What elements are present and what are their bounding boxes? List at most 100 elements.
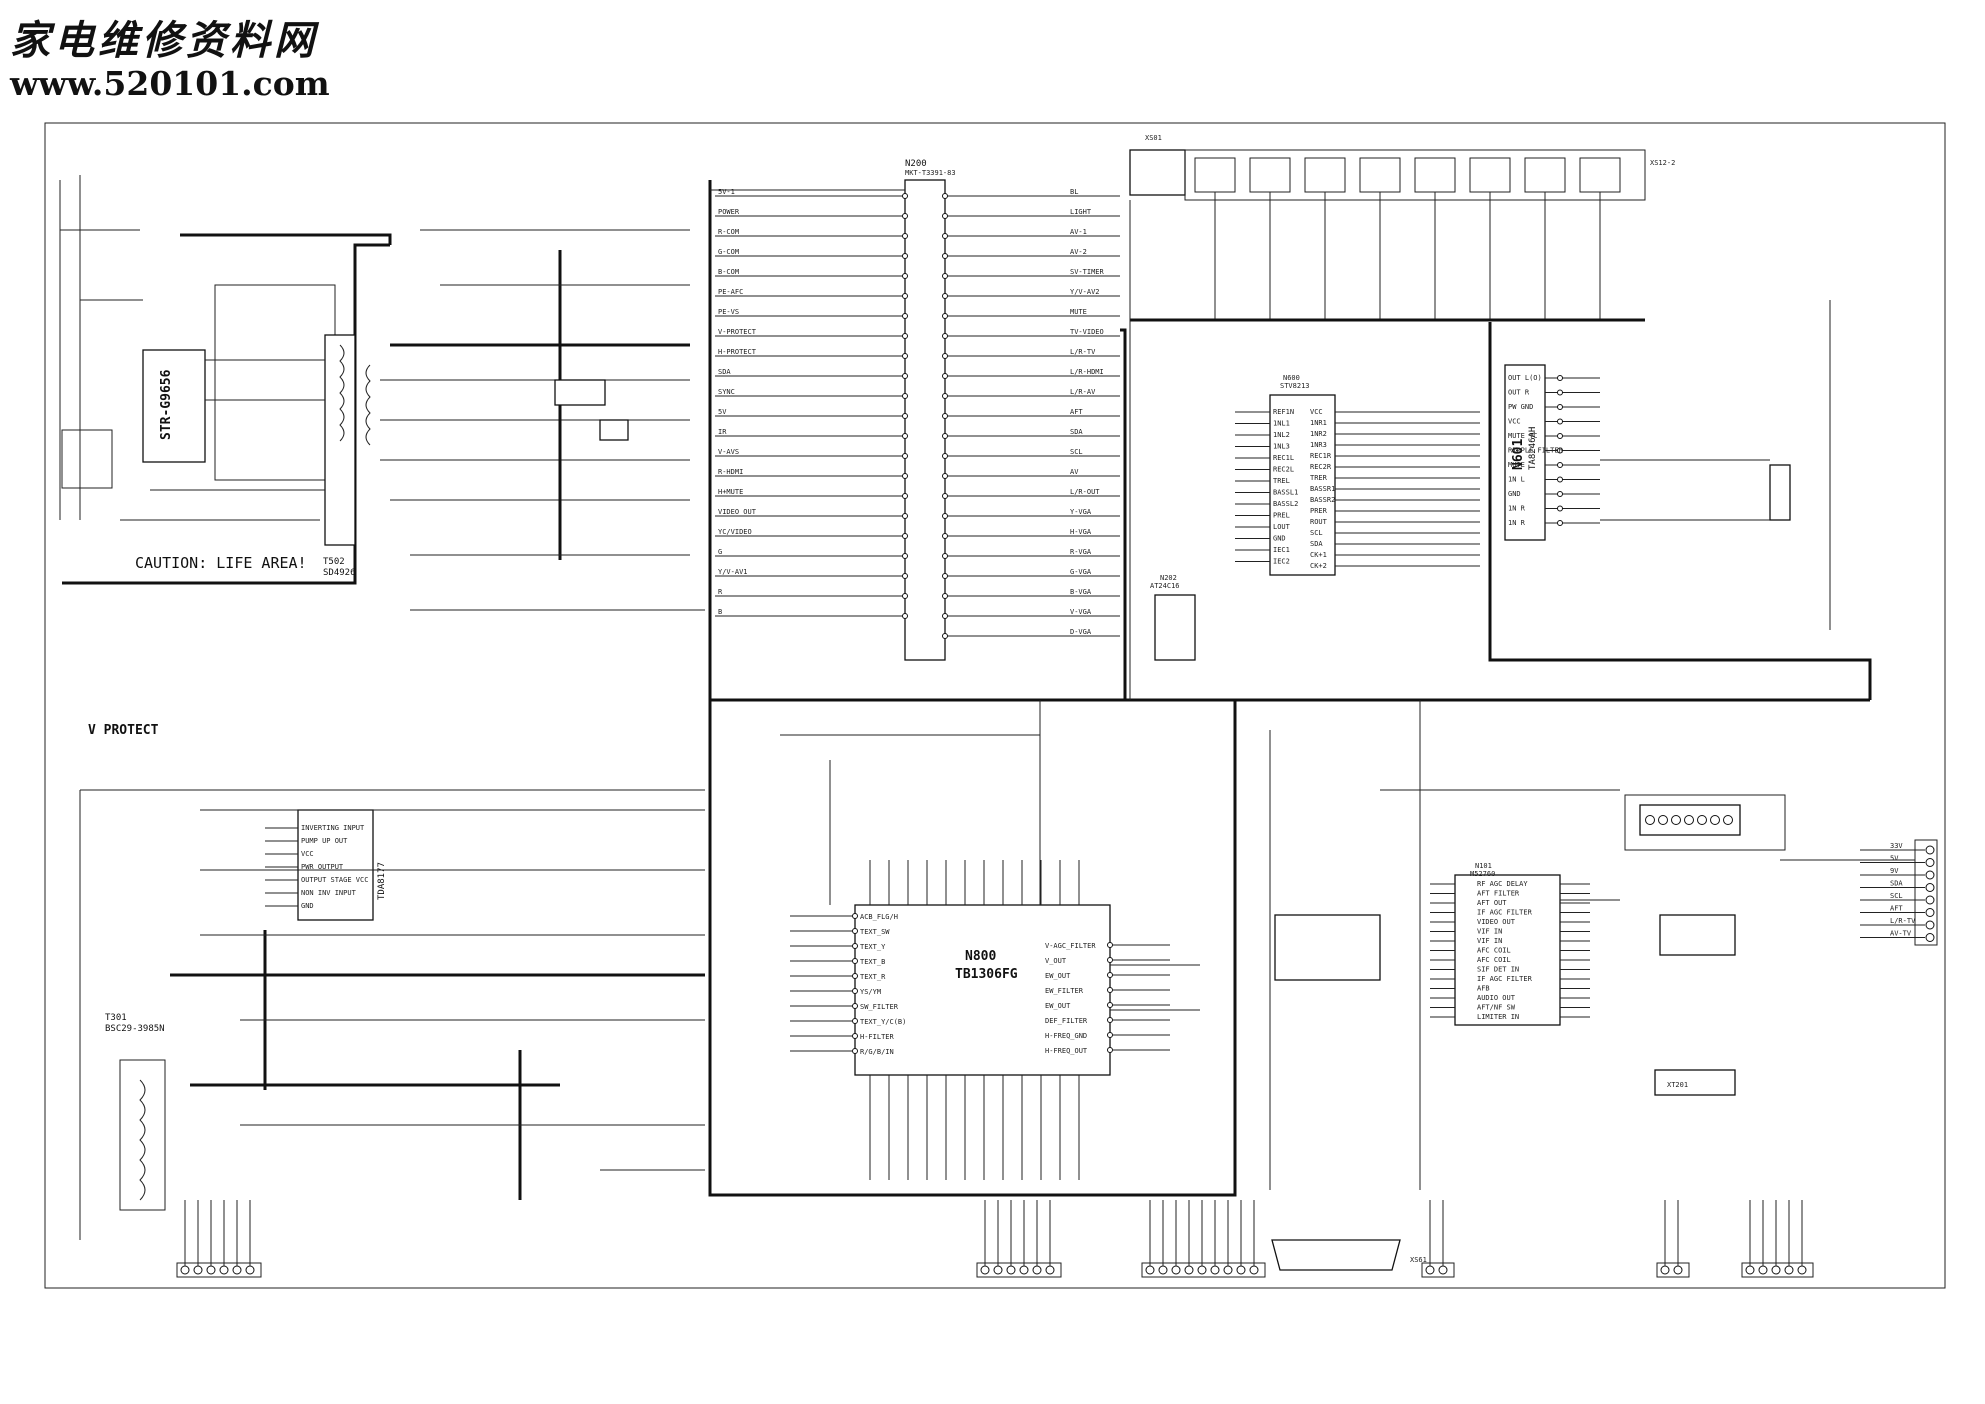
amp-pin-label: OUT R xyxy=(1508,389,1530,397)
micro-pin xyxy=(902,533,908,539)
vic-pin-label: VCC xyxy=(301,850,314,858)
if-pin-label: SIF DET IN xyxy=(1477,966,1519,974)
conn-pin xyxy=(1925,908,1935,917)
conn-pin xyxy=(1925,920,1935,930)
micro-pin xyxy=(942,453,948,459)
connector-pin xyxy=(1784,1265,1794,1275)
connector-pin xyxy=(980,1265,990,1275)
connector-pin xyxy=(1771,1265,1781,1275)
top-jack-section: XS12-2 XS01 xyxy=(1129,134,1675,700)
micro-part: MKT-T3391-83 xyxy=(905,169,956,177)
micro-pin xyxy=(902,473,908,479)
jungle-pin xyxy=(1107,942,1113,948)
jungle-pin xyxy=(852,1018,858,1024)
micro-pin xyxy=(942,193,948,199)
bottom-connectors: XS61 xyxy=(176,1200,1814,1278)
jungle-pin-label: TEXT_B xyxy=(860,958,885,966)
micro-signal-label: SDA xyxy=(718,368,731,376)
proc-pin-label: BASSL2 xyxy=(1273,500,1298,508)
micro-signal-label: V-PROTECT xyxy=(718,328,757,336)
jungle-pin-label: H-FREQ_GND xyxy=(1045,1032,1087,1040)
jungle-pin xyxy=(852,1033,858,1039)
amp-pin-label: 1N L xyxy=(1508,476,1525,484)
jungle-pin-label: TEXT_Y/C(B) xyxy=(860,1018,906,1026)
jungle-pin-label: TEXT_R xyxy=(860,973,886,981)
proc-pin-label: IEC2 xyxy=(1273,558,1290,566)
top-jacks-label: XS12-2 xyxy=(1650,159,1675,167)
connector-pin xyxy=(1158,1265,1168,1275)
micro-signal-label: Y/V-AV2 xyxy=(1070,288,1100,296)
micro-pin xyxy=(902,433,908,439)
micro-signal-label: B xyxy=(718,608,722,616)
micro-pin xyxy=(902,193,908,199)
micro-pin xyxy=(902,233,908,239)
if-pin-label: IF AGC FILTER xyxy=(1477,975,1533,983)
micro-pin xyxy=(902,373,908,379)
vprotect-label: V PROTECT xyxy=(88,723,159,738)
tuner-pin xyxy=(1684,815,1694,825)
if-pin-label: VIF IN xyxy=(1477,928,1502,936)
micro-pin xyxy=(942,313,948,319)
jungle-pin xyxy=(852,928,858,934)
amp-pin-label: MUTE xyxy=(1508,461,1525,469)
conn-pin xyxy=(1925,895,1935,905)
jungle-ic-box xyxy=(854,904,1111,1076)
amp-pin xyxy=(1557,476,1563,483)
micro-signal-label: PE-AFC xyxy=(718,288,743,296)
micro-signal-label: H+MUTE xyxy=(718,488,743,496)
audio-amp-name: N601 xyxy=(1511,439,1526,470)
if-pin-label: AFC COIL xyxy=(1477,947,1511,955)
audio-proc-name: N600 xyxy=(1283,374,1300,382)
amp-pin-label: GND xyxy=(1508,490,1521,498)
proc-pin-label: BASSL1 xyxy=(1273,489,1298,497)
jack xyxy=(1304,157,1346,193)
vic-pin-label: GND xyxy=(301,902,314,910)
if-ic-box xyxy=(1454,874,1561,1026)
connector-pin xyxy=(193,1265,203,1275)
jack xyxy=(1359,157,1401,193)
micro-pin xyxy=(902,593,908,599)
micro-signal-label: AV-2 xyxy=(1070,248,1087,256)
micro-pin xyxy=(942,393,948,399)
proc-pin-label: BASSR2 xyxy=(1310,496,1335,504)
conn-label: AFT xyxy=(1890,905,1903,913)
micro-signal-label: VIDEO OUT xyxy=(718,508,757,516)
conn-label: SCL xyxy=(1890,892,1903,900)
proc-pin-label: 1NL3 xyxy=(1273,443,1290,451)
amp-pin xyxy=(1557,404,1563,410)
connector-pin xyxy=(245,1265,255,1275)
micro-pin xyxy=(942,633,948,639)
micro-signal-label: R-HDMI xyxy=(718,468,743,476)
if-pin-label: VIF IN xyxy=(1477,937,1502,945)
proc-pin-label: SDA xyxy=(1310,540,1323,548)
connector-pin xyxy=(1032,1265,1042,1275)
amp-pin xyxy=(1557,389,1563,396)
connector-pin xyxy=(1171,1265,1181,1275)
tuner-pin xyxy=(1723,815,1733,825)
saw-module xyxy=(1654,1069,1736,1096)
micro-name: N200 xyxy=(905,159,927,169)
if-pin-label: RF AGC DELAY xyxy=(1477,880,1528,888)
tuner-pin xyxy=(1658,815,1668,825)
eeprom-part: AT24C16 xyxy=(1150,582,1180,590)
micro-pin xyxy=(902,313,908,319)
micro-signal-label: G-COM xyxy=(718,248,739,256)
amp-pin-label: PW GND xyxy=(1508,403,1533,411)
vic-pin-label: INVERTING INPUT xyxy=(301,824,365,832)
if-pin-label: AFT FILTER xyxy=(1477,890,1520,898)
amp-pin xyxy=(1557,491,1563,497)
flyback-box xyxy=(119,1059,166,1211)
jungle-pin xyxy=(852,988,858,994)
micro-signal-label: G xyxy=(718,548,722,556)
jungle-pin-label: DEF_FILTER xyxy=(1045,1017,1088,1025)
micro-pin xyxy=(902,293,908,299)
jungle-section: N800 TB1306FG ACB_FLG/HTEXT_SWTEXT_YTEXT… xyxy=(780,700,1200,1180)
tuner-pin xyxy=(1697,815,1707,825)
if-pin-label: IF AGC FILTER xyxy=(1477,909,1533,917)
micro-signal-label: TV-VIDEO xyxy=(1070,328,1104,336)
micro-signal-label: V-VGA xyxy=(1070,608,1092,616)
micro-signal-label: R xyxy=(718,588,723,596)
jungle-pin-label: ACB_FLG/H xyxy=(860,913,898,921)
